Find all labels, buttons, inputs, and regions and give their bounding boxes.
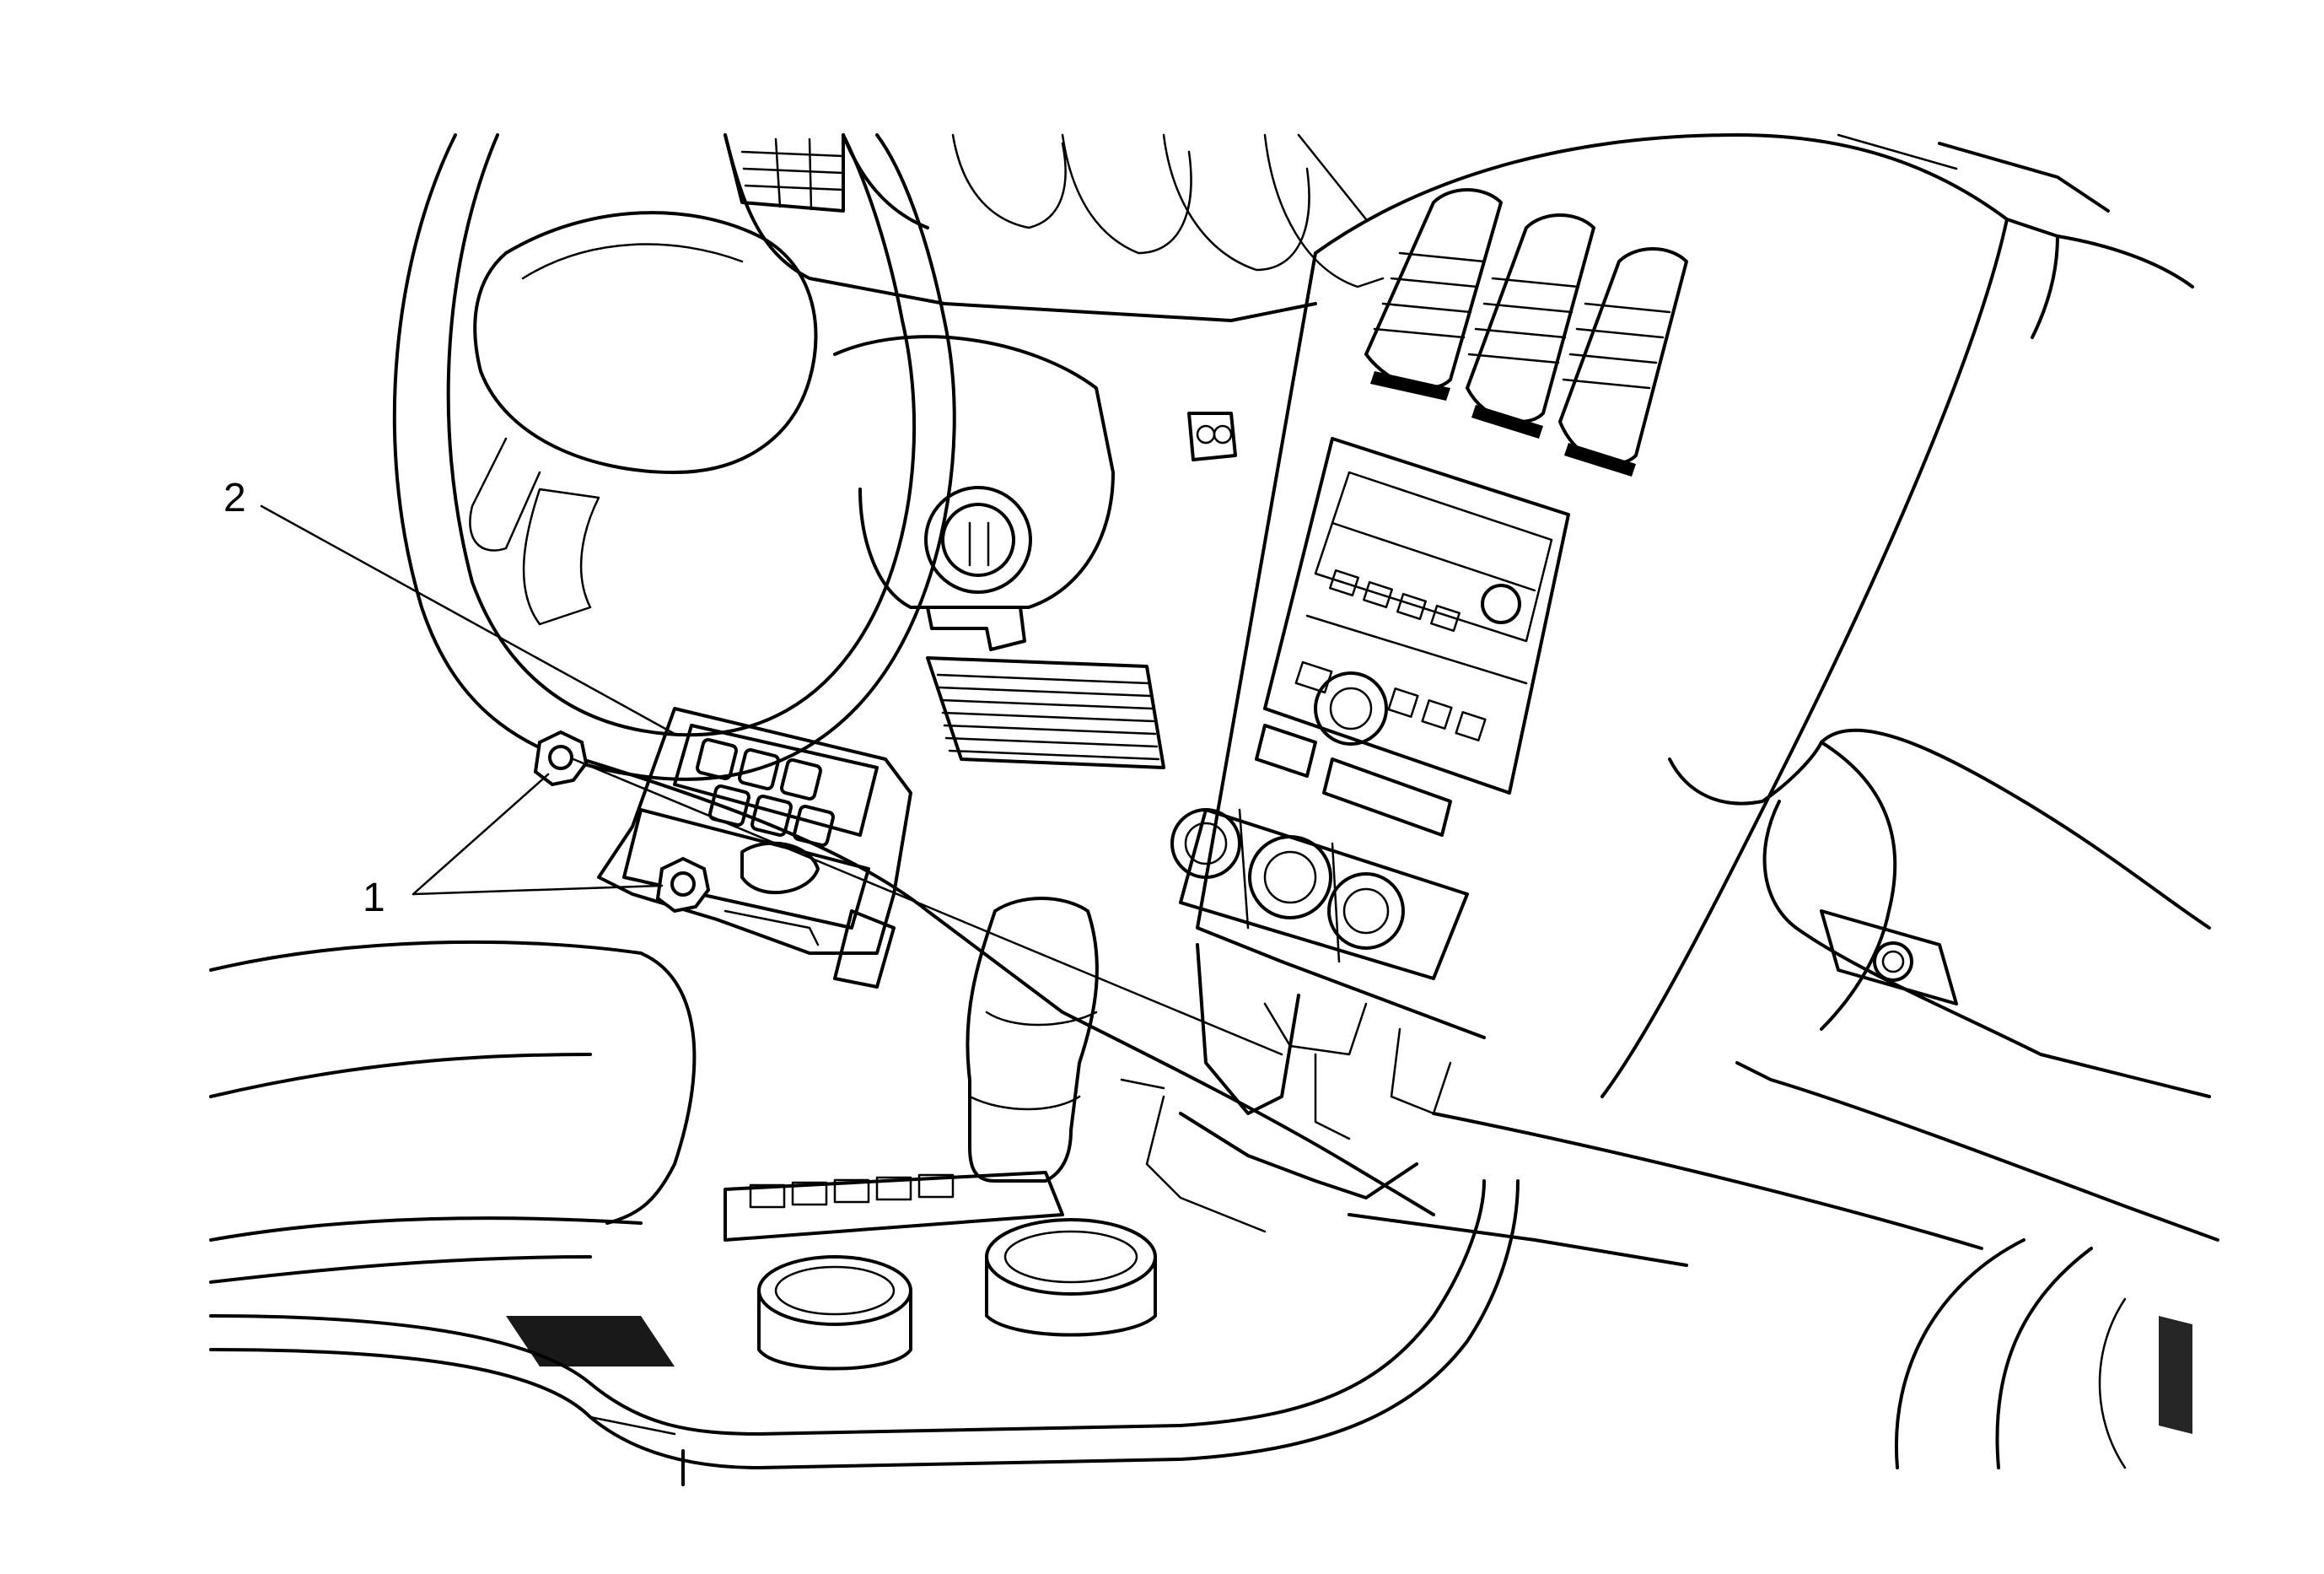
callout-label-1: 1 — [363, 876, 385, 920]
lower-dash-edge — [580, 757, 1435, 1216]
center-air-vents — [1364, 188, 1688, 477]
fastener-lower — [655, 856, 711, 914]
ignition-switch — [924, 486, 1032, 651]
leader-lines — [260, 504, 1283, 1056]
passenger-dashboard — [1668, 234, 2219, 1469]
radio-unit — [1263, 437, 1570, 795]
callout-label-2: 2 — [223, 476, 246, 520]
leader-line-2 — [260, 504, 676, 736]
leader-line-1a — [412, 773, 550, 896]
center-stack — [1120, 133, 2110, 1233]
center-console — [209, 897, 1520, 1486]
left-air-vent — [724, 133, 845, 213]
steering-wheel — [392, 133, 956, 781]
cup-holders — [757, 1218, 1157, 1371]
upper-dashboard — [724, 133, 1385, 769]
leader-line-1b — [412, 884, 664, 896]
glove-box-latch — [1820, 909, 1958, 1005]
climate-controls — [1170, 808, 1469, 980]
rocker-trim-line — [1432, 1112, 1983, 1250]
fastener-upper — [533, 730, 589, 787]
switch-panel-assembly — [597, 707, 912, 989]
lower-grille — [936, 673, 1160, 761]
leader-line-panel — [572, 757, 1283, 1056]
